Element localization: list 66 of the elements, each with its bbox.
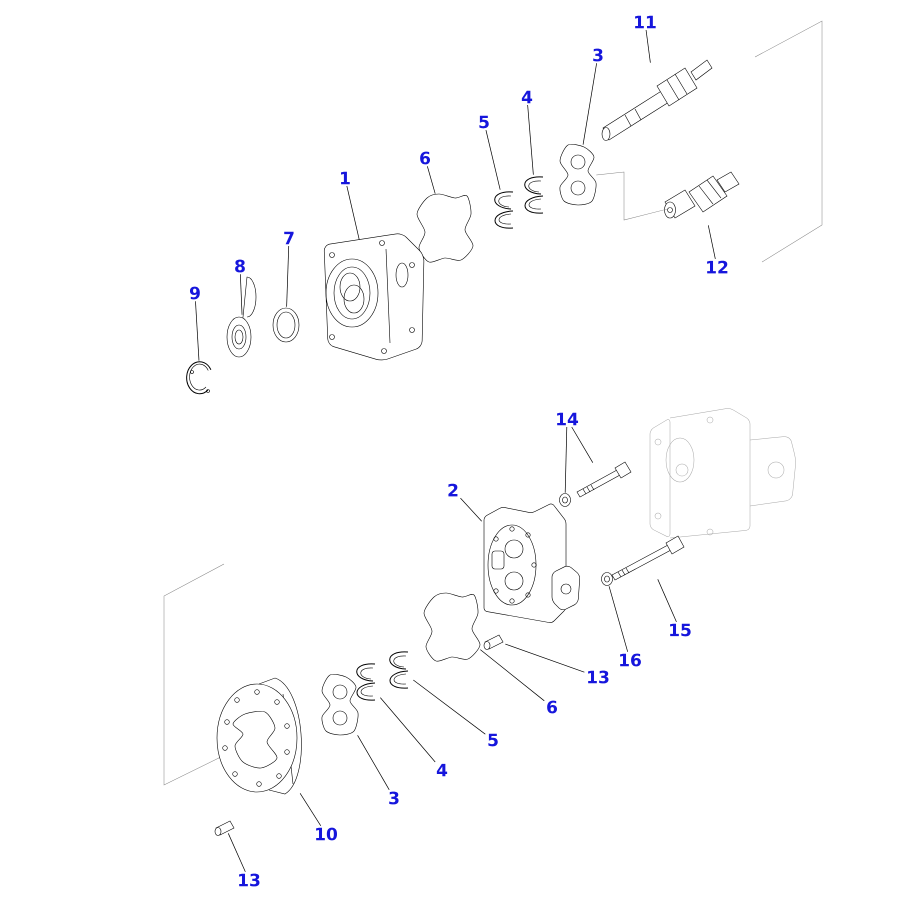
callout-number: 13 [588,670,608,684]
leader-line [571,426,594,464]
leader-line [240,274,242,316]
callout-number: 4 [522,90,532,104]
leader-line [460,498,482,522]
pin-drawing [484,634,504,650]
callout-number: 2 [448,484,458,496]
thrust-plate-drawing [560,144,596,206]
callout-number: 14 [557,412,578,426]
end-cover-drawing [216,678,302,794]
leader-line [357,734,390,790]
retaining-ring-drawing [389,651,408,689]
washer-drawing [601,572,613,586]
leader-line [195,300,200,362]
callout-number: 6 [547,700,557,714]
leader-line [504,644,585,673]
leader-line [380,697,436,762]
leader-line [486,130,501,190]
leader-line [286,246,290,308]
callout-number: 15 [670,624,691,636]
guide-line [596,172,668,220]
callout-number: 11 [635,16,656,28]
retaining-ring-drawing [524,176,544,214]
shaft-drawing [602,60,712,141]
callout-number: 16 [620,654,641,666]
retaining-ring-drawing [494,191,514,229]
callout-number: 4 [436,764,448,776]
snap-ring-drawing [186,361,212,394]
leader-line [646,30,651,64]
leader-line [480,649,545,702]
bolt-drawing [576,462,632,498]
callout-number: 1 [341,172,350,184]
pin-drawing [214,820,234,836]
callout-number: 3 [389,792,399,804]
leader-line [228,832,246,872]
leader-line [427,166,436,194]
callout-number: 13 [239,874,260,886]
callout-number: 3 [593,48,603,62]
gasket-drawing [416,194,474,263]
pump-body-drawing [484,504,580,623]
washer-drawing [559,493,571,507]
callout-number: 9 [190,286,200,300]
leader-line [608,586,628,652]
leader-line [300,792,322,826]
leader-line [564,426,568,494]
callout-number: 7 [284,232,294,244]
callout-number: 8 [235,260,245,272]
bolt-drawing [612,536,684,580]
retaining-ring-drawing [356,663,376,701]
thrust-plate-drawing [322,674,358,736]
callout-number: 12 [707,260,728,274]
bearing-drawing [226,276,256,358]
pump-housing-drawing [324,234,424,360]
callout-number: 6 [420,152,430,164]
leader-line [708,224,716,260]
leader-line [657,578,677,622]
leader-line [527,104,534,176]
leader-line [346,186,360,240]
leader-line [412,680,486,735]
gasket-drawing [424,592,480,662]
callout-number: 5 [479,116,489,128]
washer-drawing [272,308,300,342]
callout-number: 5 [488,734,498,746]
gear-drawing [664,172,740,218]
callout-number: 10 [316,828,338,840]
leader-line [582,62,597,146]
